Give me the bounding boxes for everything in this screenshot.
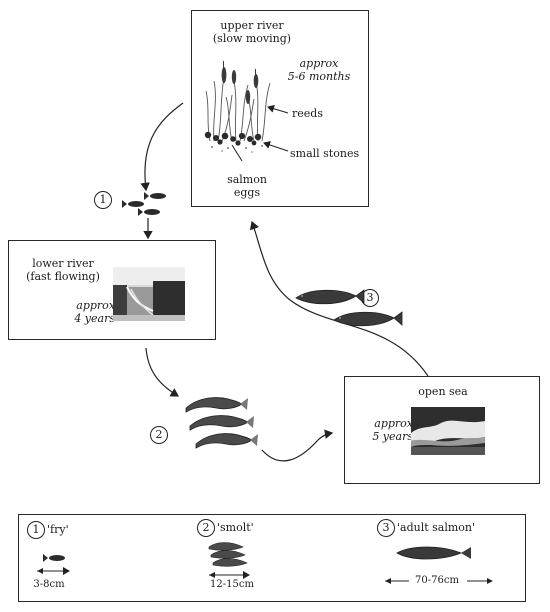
legend-adult-left-arrow	[385, 578, 409, 584]
arrow-smolt-to-sea	[261, 429, 334, 462]
lower-river-duration-line2: 4 years	[74, 312, 115, 325]
legend-adult-size: 70-76cm	[415, 575, 459, 586]
open-sea-title: open sea	[418, 385, 468, 398]
legend-adult-right-arrow	[467, 578, 493, 584]
arrow-lower-to-smolt	[145, 347, 180, 397]
legend-box: 1 'fry' 3-8cm 2 'smolt' 12-15cm 3 'adult…	[18, 514, 526, 602]
legend-fry-number: 1	[27, 521, 45, 539]
lower-river-title-line2: (fast flowing)	[26, 270, 100, 283]
lower-river-duration-line1: approx	[76, 299, 115, 312]
salmon-eggs-line1: salmon	[227, 173, 267, 186]
waterfall-photo	[113, 267, 185, 321]
smolt-stage-number: 2	[150, 426, 168, 444]
legend-adult-fish-icon	[396, 546, 471, 560]
reeds-label: reeds	[292, 107, 323, 120]
lower-river-duration: approx 4 years	[55, 299, 115, 325]
open-sea-duration: approx 5 years	[363, 417, 413, 443]
open-sea-box: open sea approx 5 years	[344, 376, 540, 484]
legend-fry-fish-icon	[37, 554, 70, 575]
arrow-upper-to-fry	[140, 102, 184, 192]
small-stones-label: small stones	[290, 147, 360, 160]
lower-river-box: lower river (fast flowing) approx 4 year…	[8, 240, 216, 340]
upper-river-box: upper river (slow moving) approx 5-6 mon…	[191, 10, 369, 207]
fry-stage-number: 1	[94, 191, 112, 209]
reeds-and-eggs-illustration	[204, 61, 289, 162]
legend-adult-label: 'adult salmon'	[397, 521, 476, 534]
legend-smolt-number: 2	[197, 519, 215, 537]
legend-smolt-size: 12-15cm	[210, 579, 254, 590]
legend-fry-label: 'fry'	[47, 523, 69, 536]
lower-river-title-line1: lower river	[32, 257, 94, 270]
upper-river-duration: approx 5-6 months	[284, 57, 354, 83]
open-sea-duration-line1: approx	[374, 417, 413, 430]
upper-river-title: upper river (slow moving)	[212, 19, 292, 45]
arrow-sea-to-upper	[249, 220, 429, 377]
ocean-wave-photo	[411, 407, 485, 455]
salmon-eggs-line2: eggs	[233, 186, 261, 199]
upper-river-title-line1: upper river	[220, 19, 284, 32]
legend-fry-size: 3-8cm	[33, 579, 65, 590]
upper-river-duration-line2: 5-6 months	[287, 70, 351, 83]
upper-river-title-line2: (slow moving)	[212, 32, 292, 45]
salmon-eggs-label: salmon eggs	[222, 173, 272, 199]
legend-adult-number: 3	[377, 519, 395, 537]
legend-smolt-fish-icon	[208, 542, 250, 579]
legend-smolt-label: 'smolt'	[217, 521, 254, 534]
adult-stage-number: 3	[361, 289, 379, 307]
upper-river-duration-line1: approx	[299, 57, 339, 70]
open-sea-duration-line2: 5 years	[372, 430, 413, 443]
lower-river-title: lower river (fast flowing)	[23, 257, 103, 283]
